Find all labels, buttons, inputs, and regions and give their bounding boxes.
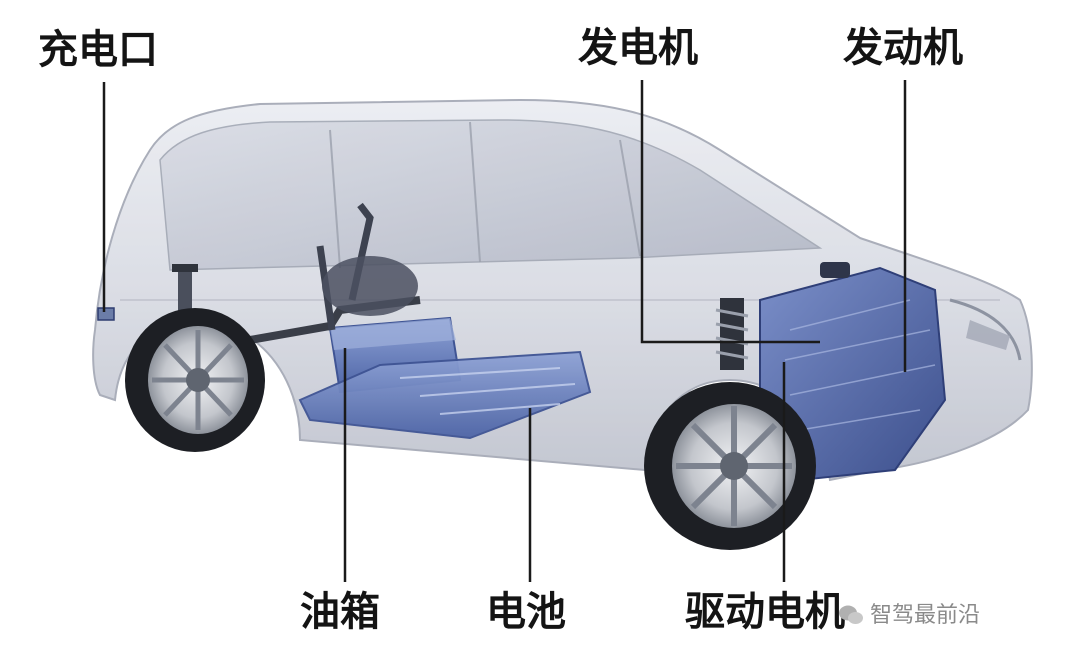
leader-generator (640, 80, 820, 344)
leader-lines (102, 80, 907, 582)
battery-pack-shape (298, 350, 592, 440)
label-charging-port: 充电口 (38, 27, 158, 73)
label-generator: 发电机 (578, 25, 698, 71)
watermark: 智驾最前沿 (838, 604, 980, 627)
label-drive-motor: 驱动电机 (685, 589, 845, 635)
rear-suspension (172, 202, 421, 344)
watermark-text: 智驾最前沿 (870, 603, 981, 628)
label-battery: 电池 (486, 589, 566, 635)
rear-wheel (125, 308, 265, 452)
label-fuel-tank: 油箱 (300, 589, 380, 635)
front-wheel (644, 382, 816, 550)
label-engine: 发动机 (843, 25, 963, 71)
charging-port-shape (97, 307, 115, 321)
wechat-logo-icon (839, 605, 863, 624)
